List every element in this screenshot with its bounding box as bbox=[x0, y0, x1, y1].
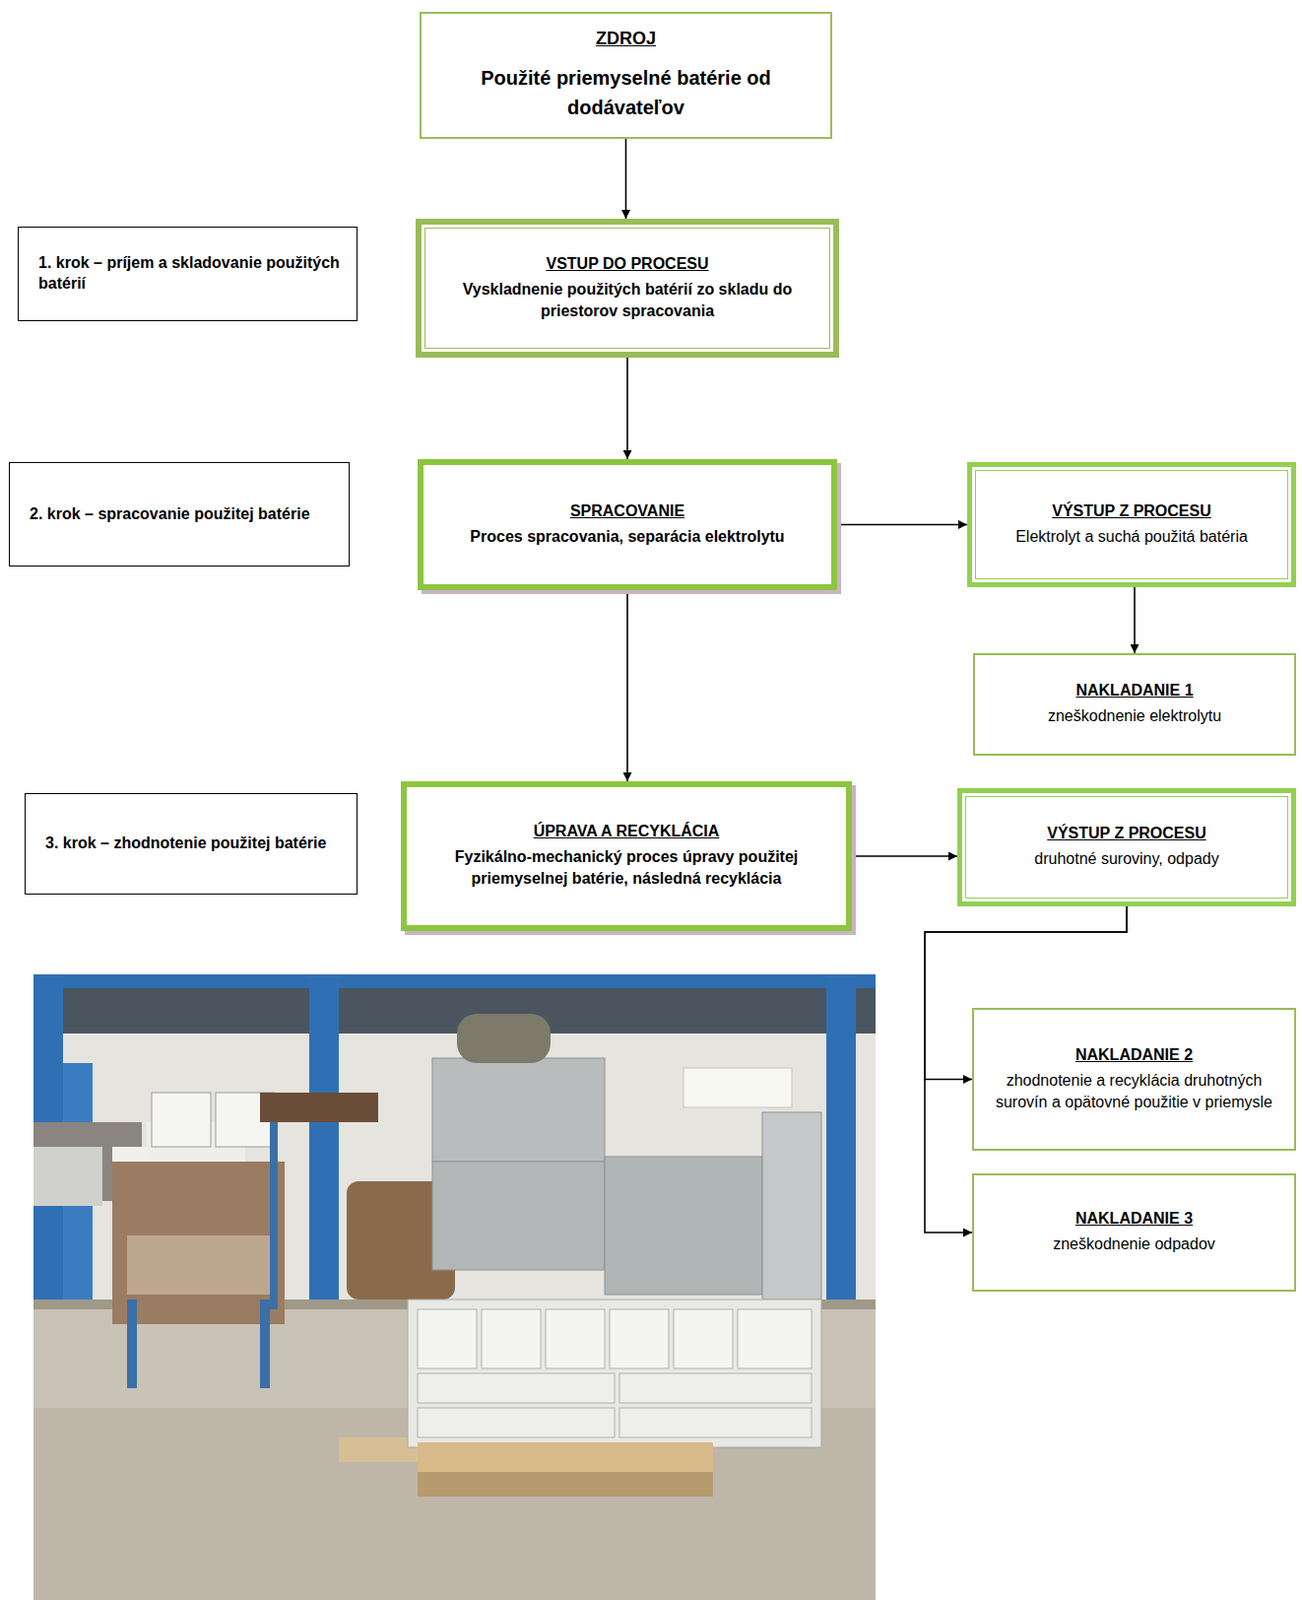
battery-storage-photo bbox=[33, 974, 876, 1600]
box-heading: VSTUP DO PROCESU bbox=[437, 255, 818, 273]
step-label-box: 1. krok – príjem a skladovanie použitých… bbox=[17, 226, 358, 322]
step-label-box: 3. krok – zhodnotenie použitej batérie bbox=[24, 792, 358, 895]
process-box: ÚPRAVA A RECYKLÁCIA Fyzikálno-mechanický … bbox=[400, 781, 852, 931]
output-box: VÝSTUP Z PROCESU Elektrolyt a suchá použi… bbox=[967, 461, 1297, 587]
box-body: druhotné suroviny, odpady bbox=[976, 847, 1278, 870]
box-body: Elektrolyt a suchá použitá batéria bbox=[985, 525, 1278, 548]
box-heading: ÚPRAVA A RECYKLÁCIA bbox=[422, 822, 831, 841]
box-heading: NAKLADANIE 3 bbox=[985, 1209, 1283, 1228]
box-body: zneškodnenie elektrolytu bbox=[986, 705, 1283, 727]
step-label: 1. krok – príjem a skladovanie použitých… bbox=[38, 253, 343, 295]
connector-arrow bbox=[625, 138, 628, 219]
box-heading: VÝSTUP Z PROCESU bbox=[976, 824, 1278, 843]
step-label: 2. krok – spracovanie použitej batérie bbox=[29, 504, 335, 525]
input-box: VSTUP DO PROCESU Vyskladnenie použitých b… bbox=[415, 218, 840, 358]
handling-box: NAKLADANIE 3 zneškodnenie odpadov bbox=[972, 1172, 1297, 1292]
box-body: zneškodnenie odpadov bbox=[985, 1233, 1283, 1255]
connector-arrow bbox=[626, 357, 629, 459]
connector-arrow bbox=[851, 854, 958, 857]
box-heading: VÝSTUP Z PROCESU bbox=[985, 502, 1278, 521]
connector-arrow bbox=[837, 523, 968, 526]
box-body: zhodnotenie a recyklácia druhotných suro… bbox=[985, 1069, 1283, 1112]
handling-box: NAKLADANIE 1 zneškodnenie elektrolytu bbox=[973, 652, 1297, 756]
box-body: Proces spracovania, separácia elektrolyt… bbox=[439, 525, 816, 548]
box-body: Použité priemyselné batérie od dodávateľ… bbox=[437, 63, 815, 123]
box-heading: SPRACOVANIE bbox=[439, 502, 816, 521]
output-box: VÝSTUP Z PROCESU druhotné suroviny, odpad… bbox=[957, 787, 1297, 907]
step-label: 3. krok – zhodnotenie použitej batérie bbox=[45, 833, 343, 854]
source-box: ZDROJ Použité priemyselné batérie od dodá… bbox=[419, 11, 833, 139]
box-heading: NAKLADANIE 1 bbox=[986, 681, 1283, 700]
connector-arrow bbox=[1133, 586, 1136, 653]
process-box: SPRACOVANIE Proces spracovania, separácia… bbox=[417, 458, 838, 590]
box-body: Vyskladnenie použitých batérií zo skladu… bbox=[437, 278, 818, 322]
box-body: Fyzikálno-mechanický proces úpravy použi… bbox=[422, 846, 831, 889]
box-heading: NAKLADANIE 2 bbox=[985, 1045, 1283, 1064]
handling-box: NAKLADANIE 2 zhodnotenie a recyklácia dru… bbox=[972, 1007, 1297, 1151]
connector-arrow bbox=[626, 589, 629, 782]
step-label-box: 2. krok – spracovanie použitej batérie bbox=[8, 461, 350, 567]
box-heading: ZDROJ bbox=[437, 28, 815, 50]
